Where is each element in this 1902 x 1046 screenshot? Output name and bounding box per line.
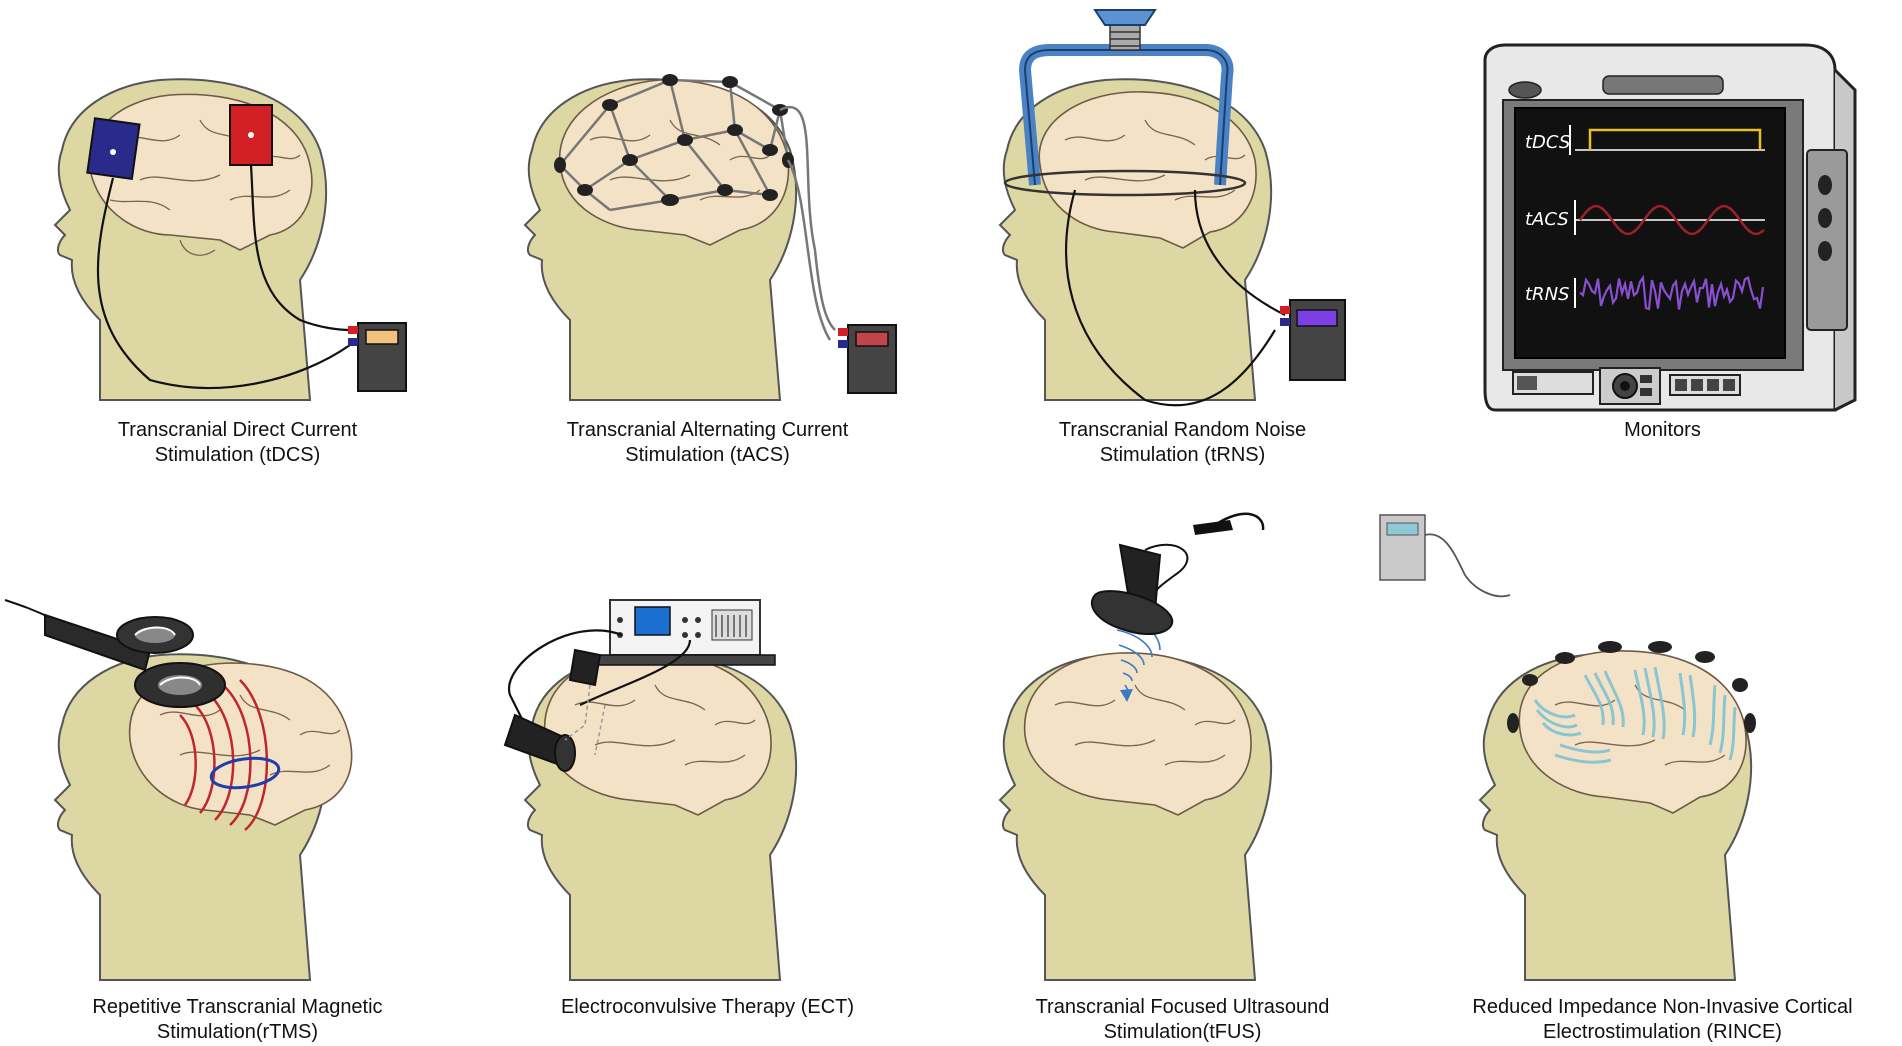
caption-line-1: Repetitive Transcranial Magnetic	[92, 996, 383, 1018]
caption-line-2: Stimulation(rTMS)	[156, 1021, 319, 1043]
rince-electrodes	[1507, 641, 1756, 733]
ect-electrode-top	[568, 648, 602, 687]
caption-line-2: Stimulation (tDCS)	[154, 444, 321, 466]
ect-head-illustration	[503, 599, 798, 981]
caption-line-2: Stimulation(tFUS)	[1103, 1021, 1262, 1043]
screen-label-trns: tRNS	[1525, 284, 1569, 305]
monitor-device-illustration: tDCS tACS tRNS	[1483, 43, 1857, 412]
caption-line-1: Transcranial Direct Current	[117, 419, 358, 441]
screen-label-tacs: tACS	[1525, 209, 1569, 230]
caption-line-1: Electroconvulsive Therapy (ECT)	[560, 996, 855, 1018]
head-band	[1003, 169, 1247, 197]
panel-tacs: Transcranial Alternating Current Stimula…	[470, 0, 945, 480]
caption-line-2: Stimulation (tACS)	[625, 444, 790, 466]
panel-rince: Reduced Impedance Non-Invasive Cortical …	[1379, 514, 1900, 1046]
caption-line-2: Stimulation (tRNS)	[1099, 444, 1266, 466]
electric-field-pattern	[1533, 666, 1737, 764]
caption-line-1: Reduced Impedance Non-Invasive Cortical	[1472, 996, 1853, 1018]
panel-rtms: Repetitive Transcranial Magnetic Stimula…	[0, 555, 475, 1046]
caption-monitors: Monitors	[1425, 418, 1900, 443]
caption-line-1: Transcranial Alternating Current	[566, 419, 849, 441]
cathode-pad	[86, 117, 141, 181]
caption-line-1: Transcranial Focused Ultrasound	[1035, 996, 1330, 1018]
trns-head-illustration	[998, 9, 1346, 407]
caption-tfus: Transcranial Focused Ultrasound Stimulat…	[945, 995, 1420, 1045]
caption-tacs: Transcranial Alternating Current Stimula…	[470, 418, 945, 468]
caption-rtms: Repetitive Transcranial Magnetic Stimula…	[0, 995, 475, 1045]
panel-tfus: Transcranial Focused Ultrasound Stimulat…	[945, 512, 1420, 1046]
tfus-head-illustration	[998, 512, 1273, 981]
tdcs-waveform	[1588, 128, 1762, 150]
trns-waveform	[1579, 274, 1765, 311]
panel-trns: Transcranial Random Noise Stimulation (t…	[945, 0, 1420, 480]
panel-monitors: tDCS tACS tRNS Monitors	[1425, 0, 1900, 480]
tdcs-head-illustration	[53, 78, 407, 401]
caption-ect: Electroconvulsive Therapy (ECT)	[470, 995, 945, 1020]
caption-line-1: Transcranial Random Noise	[1058, 419, 1307, 441]
caption-line-2: Electrostimulation (RINCE)	[1543, 1021, 1782, 1043]
screen-label-tdcs: tDCS	[1525, 132, 1570, 153]
rtms-head-illustration	[4, 599, 353, 981]
target-coil-area	[209, 756, 281, 790]
frame-knob-icon	[1093, 9, 1157, 26]
caption-tdcs: Transcranial Direct Current Stimulation …	[0, 418, 475, 468]
caption-rince: Reduced Impedance Non-Invasive Cortical …	[1425, 995, 1900, 1045]
panel-ect: Electroconvulsive Therapy (ECT)	[470, 555, 945, 1046]
caption-trns: Transcranial Random Noise Stimulation (t…	[945, 418, 1420, 468]
caption-line-1: Monitors	[1624, 419, 1701, 441]
panel-tdcs: Transcranial Direct Current Stimulation …	[0, 0, 475, 480]
rince-head-illustration	[1379, 514, 1756, 981]
tacs-waveform	[1578, 204, 1765, 236]
tacs-head-illustration	[523, 74, 897, 401]
